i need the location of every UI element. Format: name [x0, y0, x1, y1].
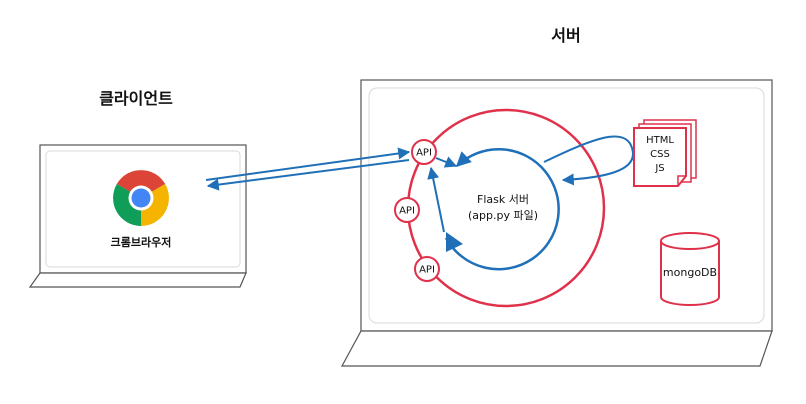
- chrome-icon[interactable]: [113, 170, 169, 226]
- flask-label-line2: (app.py 파일): [468, 208, 538, 222]
- client-laptop-base: [28, 272, 247, 288]
- server-laptop-base: [340, 330, 773, 367]
- doc-line-html: HTML: [646, 135, 674, 146]
- db-label: mongoDB: [663, 266, 717, 279]
- api-flow-arrow: [427, 166, 445, 233]
- doc-line-css: CSS: [650, 149, 670, 160]
- flask-label-line1: Flask 서버: [477, 193, 529, 206]
- doc-loop-arrow: [543, 135, 635, 186]
- api-node-bottom[interactable]: API: [414, 256, 440, 282]
- browser-label: 크롬브라우저: [111, 235, 172, 249]
- server-title: 서버: [551, 26, 580, 45]
- flask-cycle-arc: [444, 147, 560, 271]
- api-node-middle[interactable]: API: [394, 197, 420, 223]
- api-label-middle: API: [399, 206, 415, 217]
- api-node-top[interactable]: API: [411, 139, 437, 165]
- api-label-top: API: [416, 148, 432, 159]
- document-page: [633, 127, 687, 187]
- response-arrow: [206, 159, 410, 191]
- api-label-bottom: API: [419, 265, 435, 276]
- doc-line-js: JS: [654, 163, 664, 174]
- document-stack: HTML CSS JS: [633, 119, 697, 187]
- client-title: 클라이언트: [99, 89, 173, 108]
- request-arrow: [205, 147, 411, 181]
- flask-cycle-triangle: [446, 232, 463, 252]
- mongodb-database-icon[interactable]: mongoDB: [660, 232, 720, 306]
